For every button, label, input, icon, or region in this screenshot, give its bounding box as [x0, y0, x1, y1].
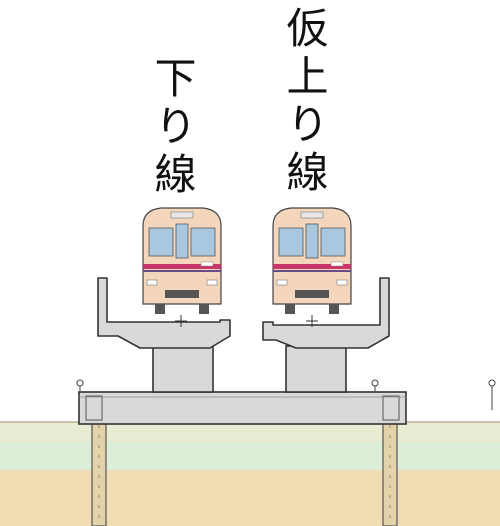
footing-slab: [78, 391, 407, 425]
girder-left: [97, 277, 231, 349]
ground-top-layer: [0, 422, 500, 442]
survey-marker-icon: [488, 379, 496, 410]
pier-right: [285, 345, 347, 393]
center-mark-left: [175, 315, 187, 327]
pile-right: [382, 419, 398, 526]
survey-marker-icon: [76, 379, 84, 392]
train-front-icon: [272, 207, 352, 315]
pier-left: [152, 345, 214, 393]
temporary-up-line-label: 仮上り線: [280, 6, 329, 198]
girder-right: [262, 277, 390, 349]
survey-marker-icon: [371, 379, 379, 392]
ground-water-band: [0, 442, 500, 470]
train-front-icon: [142, 207, 222, 315]
ground-bottom-layer: [0, 470, 500, 526]
down-line-label: 下り線: [148, 56, 197, 200]
pile-left: [91, 419, 107, 526]
center-mark-right: [306, 315, 318, 327]
